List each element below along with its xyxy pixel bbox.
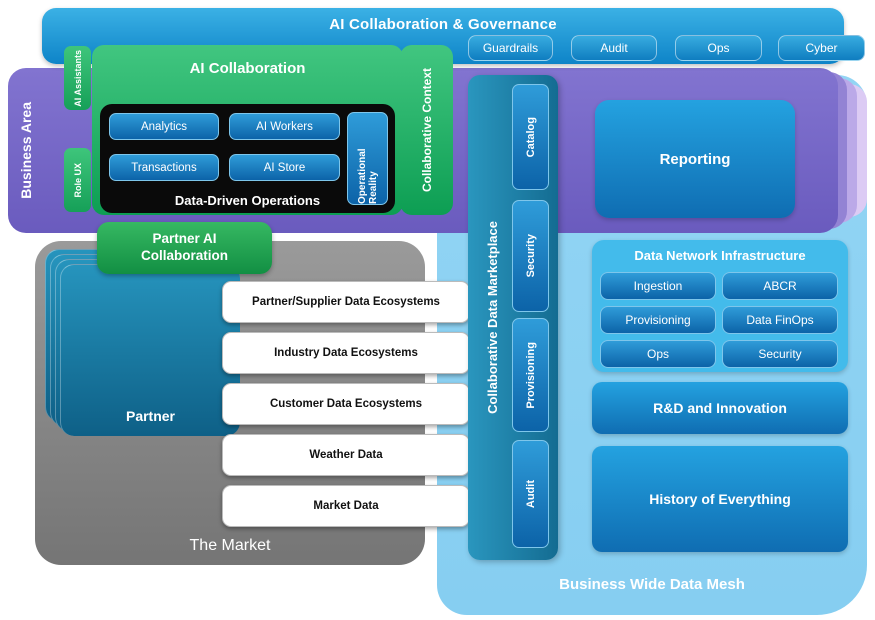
partner-ai-collaboration-label: Partner AI Collaboration <box>141 231 228 263</box>
rnd-innovation-label: R&D and Innovation <box>653 400 787 416</box>
reporting-label: Reporting <box>659 150 731 168</box>
ai-collaboration-title: AI Collaboration <box>189 60 306 77</box>
data-network-infrastructure-title: Data Network Infrastructure <box>634 248 806 263</box>
catalog-button: Catalog <box>512 84 549 190</box>
cyber-button: Cyber <box>778 35 865 61</box>
security-label: Security <box>524 234 537 278</box>
ecosystem-box-customer: Customer Data Ecosystems <box>222 383 470 425</box>
infra-security-button: Security <box>722 340 838 368</box>
ingestion-button: Ingestion <box>600 272 716 300</box>
the-market-label: The Market <box>189 537 271 554</box>
history-of-everything-label: History of Everything <box>649 491 791 507</box>
ecosystem-box-industry: Industry Data Ecosystems <box>222 332 470 374</box>
rnd-innovation-panel: R&D and Innovation <box>592 382 848 434</box>
ecosystem-box-weather: Weather Data <box>222 434 470 476</box>
collaborative-context-label: Collaborative Context <box>419 67 434 193</box>
audit-label: Audit <box>524 479 537 509</box>
ecosystem-box-market-data: Market Data <box>222 485 470 527</box>
reporting-panel: Reporting <box>595 100 795 218</box>
ecosystem-label: Partner/Supplier Data Ecosystems <box>252 296 440 308</box>
operational-reality-label: Operational Reality <box>356 148 379 204</box>
audit-button: Audit <box>571 35 657 61</box>
provisioning-button: Provisioning <box>512 318 549 432</box>
partner-card: Partner <box>60 264 240 436</box>
transactions-button: Transactions <box>109 154 219 181</box>
ops-button: Ops <box>675 35 762 61</box>
history-of-everything-panel: History of Everything <box>592 446 848 552</box>
data-network-infrastructure-panel: Data Network Infrastructure Ingestion AB… <box>592 240 848 372</box>
business-area-label: Business Area <box>18 102 34 199</box>
operational-reality-button: Operational Reality <box>347 112 388 205</box>
ecosystem-label: Weather Data <box>309 449 383 461</box>
role-ux-label: Role UX <box>72 162 83 198</box>
partner-ai-collaboration-panel: Partner AI Collaboration <box>97 222 272 274</box>
analytics-button: Analytics <box>109 113 219 140</box>
audit-vertical-button: Audit <box>512 440 549 548</box>
ecosystem-label: Customer Data Ecosystems <box>269 398 423 410</box>
ai-store-button: AI Store <box>229 154 340 181</box>
collaborative-data-marketplace-panel: Collaborative Data Marketplace Catalog S… <box>468 75 558 560</box>
ecosystem-box-partner-supplier: Partner/Supplier Data Ecosystems <box>222 281 470 323</box>
data-driven-operations-panel: Analytics AI Workers Transactions AI Sto… <box>100 104 395 213</box>
catalog-label: Catalog <box>524 116 537 158</box>
infra-ops-button: Ops <box>600 340 716 368</box>
marketplace-title-wrap: Collaborative Data Marketplace <box>472 75 512 560</box>
data-finops-button: Data FinOps <box>722 306 838 334</box>
collaborative-context-panel: Collaborative Context <box>400 45 453 215</box>
data-driven-operations-title: Data-Driven Operations <box>174 193 321 208</box>
infra-provisioning-button: Provisioning <box>600 306 716 334</box>
marketplace-title: Collaborative Data Marketplace <box>484 221 500 414</box>
abcr-button: ABCR <box>722 272 838 300</box>
guardrails-button: Guardrails <box>468 35 553 61</box>
ai-assistants-label: AI Assistants <box>72 49 83 107</box>
security-button: Security <box>512 200 549 312</box>
business-wide-data-mesh-label: Business Wide Data Mesh <box>559 576 745 593</box>
partner-label: Partner <box>125 408 176 424</box>
governance-title: AI Collaboration & Governance <box>329 16 557 33</box>
ecosystem-label: Industry Data Ecosystems <box>274 347 418 359</box>
ai-assistants-strip: AI Assistants <box>64 46 91 110</box>
ecosystem-label: Market Data <box>313 500 379 512</box>
business-area-label-wrap: Business Area <box>8 68 44 233</box>
provisioning-label: Provisioning <box>524 341 537 409</box>
ai-workers-button: AI Workers <box>229 113 340 140</box>
role-ux-strip: Role UX <box>64 148 91 212</box>
